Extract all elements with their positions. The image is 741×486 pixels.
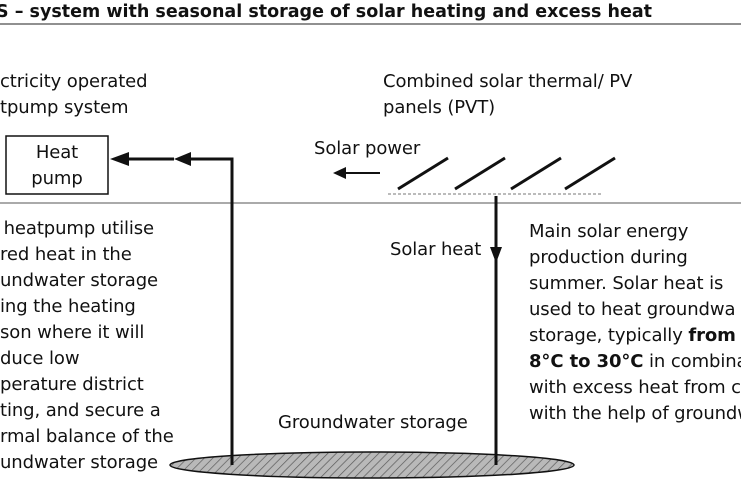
left-line: undwater storage xyxy=(0,452,159,473)
right-line: with excess heat from co xyxy=(529,377,741,398)
heat-pump-pipe xyxy=(190,157,234,465)
left-line: perature district xyxy=(0,374,144,395)
right-line: with the help of groundw xyxy=(529,403,741,424)
heat-pump-label-2: pump xyxy=(31,168,83,189)
left-line: ting, and secure a xyxy=(0,400,161,421)
heatpump-system-label-1: ctricity operated xyxy=(0,71,148,92)
diagram-title: S – system with seasonal storage of sola… xyxy=(0,2,653,22)
right-line-text: storage, typically xyxy=(529,325,689,346)
pvt-label-2: panels (PVT) xyxy=(383,97,496,118)
groundwater-storage-ellipse xyxy=(169,451,575,479)
heatpump-system-label-2: tpump system xyxy=(0,97,129,118)
right-line: Main solar energy xyxy=(529,221,689,242)
pvt-label-1: Combined solar thermal/ PV xyxy=(383,71,633,92)
left-line: duce low xyxy=(0,348,80,369)
right-line-text: in combinat xyxy=(649,351,741,372)
groundwater-storage-label: Groundwater storage xyxy=(278,412,468,433)
right-line: used to heat groundwa xyxy=(529,299,736,320)
temperature-range: 8°C to 30°C xyxy=(529,351,644,372)
left-line: rmal balance of the xyxy=(0,426,174,447)
left-line: undwater storage xyxy=(0,270,159,291)
left-line: heatpump utilise xyxy=(0,218,155,239)
pvt-panels xyxy=(397,156,616,191)
left-line: red heat in the xyxy=(0,244,132,265)
right-line: storage, typically from xyxy=(529,323,736,349)
right-line: summer. Solar heat is xyxy=(529,273,724,294)
left-line: ing the heating xyxy=(0,296,136,317)
solar-heat-label: Solar heat xyxy=(390,239,482,260)
left-line: son where it will xyxy=(0,322,145,343)
emphasis-text: from xyxy=(688,325,736,346)
solar-power-label: Solar power xyxy=(314,138,421,159)
heat-pump-label-1: Heat xyxy=(35,142,79,163)
right-line: 8°C to 30°C in combinat xyxy=(529,349,741,375)
right-line: production during xyxy=(529,247,688,268)
heat-pump-box xyxy=(5,135,109,195)
